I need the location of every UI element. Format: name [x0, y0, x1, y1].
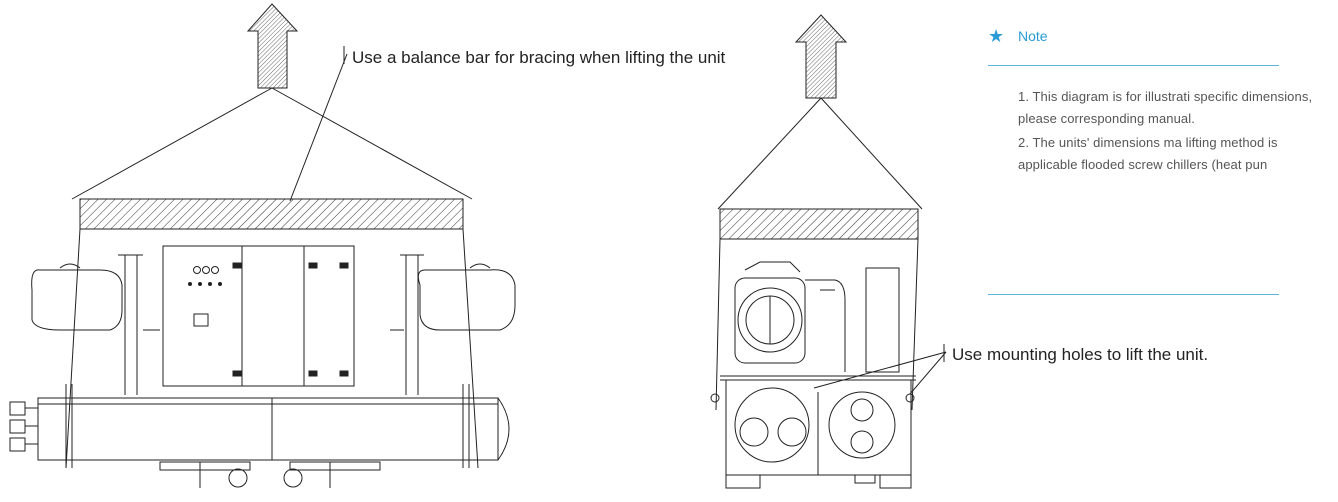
- lift-arrow-left: [246, 3, 299, 89]
- side-view-unit: [710, 14, 947, 489]
- star-icon: ★: [988, 26, 1005, 46]
- lifting-diagram: Use a balance bar for bracing when lifti…: [9, 3, 1312, 489]
- lift-arrow-right: [794, 14, 848, 99]
- sling-right-outer: [271, 87, 473, 200]
- note-title: Note: [1018, 28, 1048, 44]
- note-divider-bottom: [988, 294, 1279, 295]
- callout-leader-balance: [289, 53, 348, 202]
- control-cabinet: [162, 245, 243, 387]
- sling-bar-left: [65, 228, 81, 469]
- note-item-1: 1. This diagram is for illustrati specif…: [1018, 89, 1313, 126]
- sling-left-outer: [71, 87, 273, 200]
- balance-bar-callout: Use a balance bar for bracing when lifti…: [352, 48, 726, 67]
- balance-bar-left: [79, 198, 464, 230]
- note-item-2: 2. The units' dimensions ma lifting meth…: [1018, 135, 1278, 172]
- sling-bar-right: [462, 228, 479, 469]
- note-body: 1. This diagram is for illustrati specif…: [1018, 86, 1338, 178]
- mounting-holes-callout: Use mounting holes to lift the unit.: [952, 345, 1209, 364]
- note-panel: ★ Note 1. This diagram is for illustrati…: [988, 20, 1312, 296]
- balance-bar-right: [719, 208, 919, 240]
- evaporator-shell: [37, 397, 499, 461]
- note-divider-top: [988, 65, 1279, 66]
- compressor-left: [31, 269, 123, 331]
- front-view-unit: [9, 3, 516, 488]
- lifting-diagram-svg: [9, 3, 947, 489]
- callout-leader-holes: [813, 351, 947, 389]
- compressor-right: [417, 269, 516, 331]
